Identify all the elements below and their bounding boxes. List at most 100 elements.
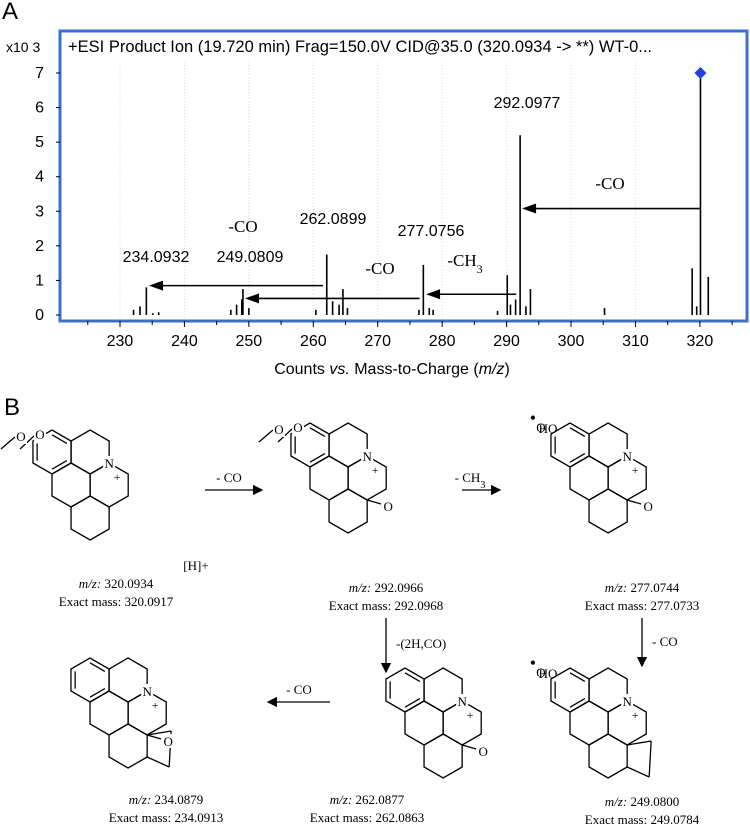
label-bg [161, 734, 174, 748]
fragment-loss-label: -CH3 [447, 251, 482, 276]
label-bg [641, 499, 654, 513]
hydroxyl-label: HO [539, 666, 558, 681]
ring-e [404, 700, 444, 746]
dioxole-oxygen: O [274, 422, 283, 437]
nitrogen-label: N [142, 684, 152, 699]
double-bond [569, 698, 586, 708]
double-bond [569, 427, 586, 437]
ring-d [328, 488, 368, 534]
panel-b-letter: B [4, 394, 21, 421]
y-tick-label: 0 [35, 307, 44, 324]
fragment-arrows: -CO-CO-CO-CH3 [148, 174, 700, 304]
y-tick-label: 1 [35, 272, 44, 289]
dioxole-bond [19, 435, 35, 450]
x-tick-label: 310 [622, 333, 649, 350]
y-tick-label: 2 [35, 238, 44, 255]
nitrogen-label: N [104, 456, 114, 471]
x-tick-label: 250 [236, 333, 263, 350]
label-bg [103, 456, 116, 470]
dioxole-bond [258, 429, 274, 443]
radical-dot: • [530, 408, 536, 428]
panel-a-letter: A [2, 0, 19, 25]
compound-exact-mass: Exact mass: 277.0733 [585, 598, 699, 613]
label-bg [34, 427, 46, 441]
reaction-label: - CO [652, 634, 678, 649]
y-tick-label: 5 [35, 134, 44, 151]
label-bg [381, 499, 394, 513]
fragment-loss-label: -CO [228, 217, 257, 236]
charge-plus: + [632, 463, 639, 477]
dioxole-oxygen: O [293, 420, 302, 435]
compound-exact-mass: Exact mass: 262.0863 [310, 810, 424, 825]
x-tick-label: 270 [364, 333, 391, 350]
ring-e [569, 700, 609, 746]
label-bg [621, 694, 634, 708]
charge-plus: + [372, 463, 379, 477]
x-tick-label: 300 [558, 333, 585, 350]
peak-label: 249.0809 [217, 249, 284, 266]
charge-plus: + [152, 698, 159, 712]
ring-f-bond [627, 740, 652, 746]
carbonyl-oxygen: O [643, 499, 652, 514]
peak-label: 234.0932 [123, 249, 190, 266]
y-tick-label: 3 [35, 203, 44, 220]
chart-title: +ESI Product Ion (19.720 min) Frag=150.0… [68, 38, 652, 56]
peak-label: 262.0899 [300, 211, 367, 228]
ring-f-bond [147, 730, 172, 736]
double-bond [89, 688, 106, 698]
charge-plus: + [467, 708, 474, 722]
compound-mz: m/z: 292.0966 [349, 580, 424, 595]
label-bg [456, 694, 469, 708]
precursor-marker [694, 67, 707, 79]
ring-a [70, 657, 110, 703]
charge-plus: + [632, 708, 639, 722]
y-tick-label: 6 [35, 100, 44, 117]
ring-d [588, 733, 628, 779]
hydroxyl-label: HO [539, 421, 558, 436]
y-tick-label: 4 [35, 169, 44, 186]
reaction-label: - CH3 [455, 470, 486, 491]
ring-f-bond [146, 756, 170, 768]
ring-e [89, 690, 129, 736]
label-bg [141, 684, 154, 698]
reaction-label: - CO [216, 470, 242, 485]
carbonyl-bond [461, 744, 477, 750]
protonation-label: [H]+ [183, 558, 208, 573]
x-tick-label: 260 [300, 333, 327, 350]
label-bg [14, 430, 27, 444]
x-tick-label: 240 [171, 333, 198, 350]
fragment-arrowhead [244, 293, 259, 304]
carbonyl-bond [366, 499, 382, 505]
carbonyl-oxygen: O [478, 744, 487, 759]
ring-e [309, 455, 349, 501]
peak-label: 277.0756 [398, 223, 465, 240]
compound-exact-mass: Exact mass: 249.0784 [585, 812, 700, 827]
ring-d [588, 488, 628, 534]
compound-exact-mass: Exact mass: 234.0913 [109, 810, 223, 825]
radical-dot: • [530, 653, 536, 673]
chart-frame [58, 29, 749, 323]
dioxole-bond [0, 436, 16, 450]
compound-mz: m/z: 277.0744 [605, 580, 680, 595]
fragment-arrowhead [148, 280, 163, 291]
double-bond [51, 460, 68, 470]
reaction-label: -(2H,CO) [396, 636, 446, 651]
compound-mz: m/z: 262.0877 [330, 792, 405, 807]
charge-plus: + [114, 470, 121, 484]
double-bond [309, 453, 326, 463]
reaction-label: - CO [286, 682, 312, 697]
radical-oxygen: O [536, 420, 545, 435]
ring-d [108, 723, 148, 769]
peaks [132, 67, 710, 315]
ring-f-bond [648, 740, 652, 778]
fragment-loss-label: -CO [365, 259, 394, 278]
ring-f-bond [626, 766, 650, 778]
peak-label: 292.0977 [494, 95, 561, 112]
label-bg [621, 449, 634, 463]
carbonyl-oxygen: O [163, 734, 172, 749]
nitrogen-label: N [622, 694, 632, 709]
x-tick-label: 280 [429, 333, 456, 350]
compound-mz: m/z: 249.0800 [605, 794, 679, 809]
